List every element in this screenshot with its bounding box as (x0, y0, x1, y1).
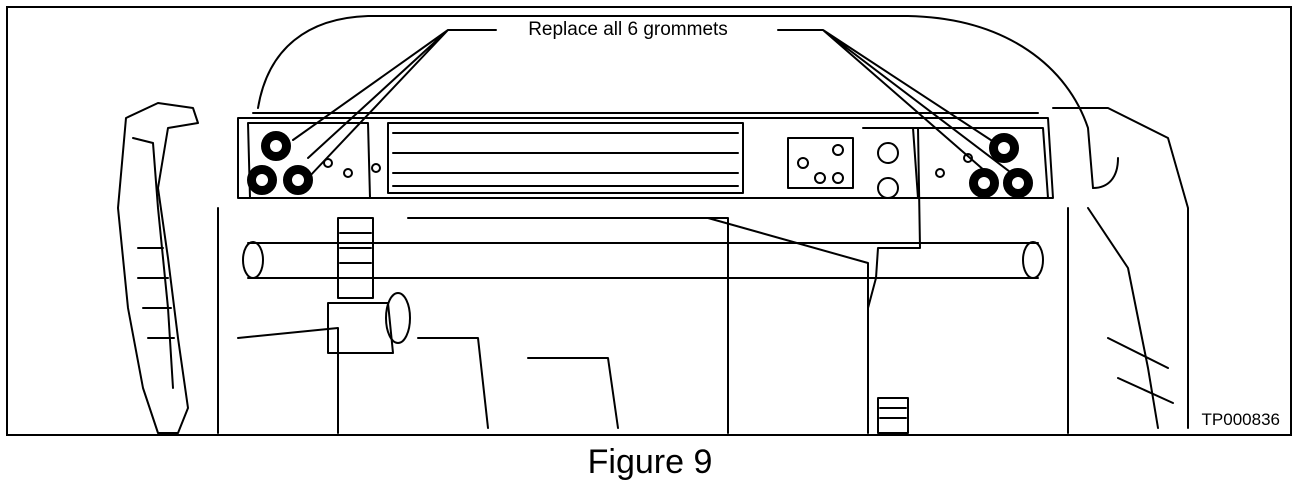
leader-line-right (777, 29, 1019, 179)
callout-label: Replace all 6 grommets (508, 18, 748, 42)
upper-rail (387, 122, 744, 194)
bolt (327, 217, 411, 354)
seat-back-outline (257, 15, 1094, 189)
figure-caption: Figure 9 (587, 443, 713, 481)
seat-back-drawing (117, 15, 1189, 434)
grommet-group-left (247, 131, 313, 195)
upper-panel (237, 117, 1054, 199)
grommet-group-right (969, 133, 1033, 198)
lower-bolt (877, 397, 909, 434)
figure-frame: Replace all 6 grommets TP000836 (6, 6, 1292, 436)
right-side-bracket (1052, 107, 1189, 429)
left-side-bracket (117, 102, 199, 434)
figure-code: TP000836 (1199, 410, 1282, 430)
leader-line-left (292, 29, 497, 179)
cross-tube (247, 242, 1039, 279)
